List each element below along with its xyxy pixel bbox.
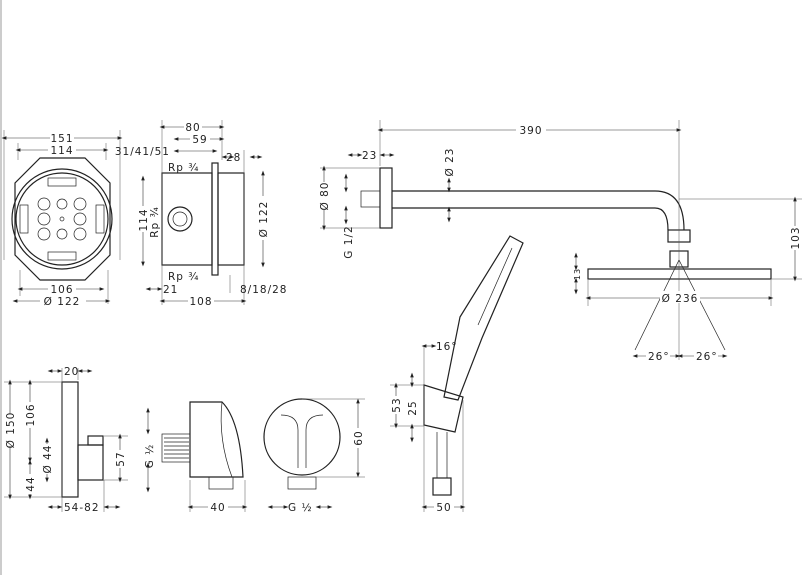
- dim-114-side: 114: [138, 208, 150, 231]
- dim-dia-122: Ø 122: [44, 296, 81, 308]
- dim-dia-80: Ø 80: [319, 182, 331, 211]
- dim-57: 57: [115, 451, 127, 466]
- dim-20: 20: [64, 366, 79, 378]
- label-g-1-2: G 1/2: [343, 225, 355, 258]
- dim-dia-44: Ø 44: [42, 445, 54, 474]
- dim-59: 59: [192, 134, 207, 146]
- dim-106-trim: 106: [25, 403, 37, 426]
- dim-54-82: 54-82: [64, 502, 100, 514]
- angle-16: 16°: [436, 341, 458, 353]
- dim-103: 103: [790, 226, 802, 249]
- label-rp-top: Rp ¾: [168, 162, 199, 174]
- dim-60: 60: [353, 430, 365, 445]
- dim-108: 108: [189, 296, 212, 308]
- angle-right-26: 26°: [696, 351, 718, 363]
- dim-151: 151: [50, 133, 73, 145]
- wall-outlet-front-view: 60 G ½: [263, 398, 365, 514]
- dim-23: 23: [362, 150, 377, 162]
- dim-31-41-51: 31/41/51: [115, 146, 170, 158]
- label-g-half-front: G ½: [288, 502, 313, 514]
- trim-side-view: 20 Ø 150 106 Ø 44 44 57 54-82: [4, 366, 128, 514]
- dim-390: 390: [519, 125, 542, 137]
- dim-dia-23: Ø 23: [444, 148, 456, 177]
- dim-dia-122-side: Ø 122: [258, 201, 270, 238]
- dim-44: 44: [25, 476, 37, 491]
- dim-13: 13: [573, 268, 582, 280]
- dim-114: 114: [50, 145, 73, 157]
- label-g-half-outlet: G ½: [144, 444, 156, 469]
- label-rp-bottom: Rp ¾: [168, 271, 199, 283]
- dim-21: 21: [163, 284, 178, 296]
- dim-50: 50: [436, 502, 451, 514]
- dim-28: 28: [226, 152, 241, 164]
- dim-106: 106: [50, 284, 73, 296]
- mounting-box-side-view: 80 59 31/41/51 28 Rp ¾ 114 Rp ¾ Ø 122 Rp…: [115, 120, 287, 308]
- mounting-box-front-view: 151 114 106 Ø 122: [1, 130, 123, 308]
- dim-25: 25: [407, 400, 419, 415]
- dim-dia-236: Ø 236: [662, 293, 699, 305]
- label-rp-mid: Rp ¾: [149, 206, 161, 237]
- dim-53: 53: [391, 397, 403, 412]
- dim-dia-150: Ø 150: [5, 412, 17, 449]
- wall-outlet-side-view: G ½ 40: [144, 401, 248, 514]
- angle-left-26: 26°: [648, 351, 670, 363]
- hand-shower-view: 16° 53 25 50: [390, 235, 524, 514]
- dim-80: 80: [185, 122, 200, 134]
- dim-40: 40: [210, 502, 225, 514]
- shower-arm-view: 390 23 Ø 23 Ø 80 G 1/2 103 13 Ø 236 26° …: [318, 120, 802, 363]
- dim-8-18-28: 8/18/28: [240, 284, 287, 296]
